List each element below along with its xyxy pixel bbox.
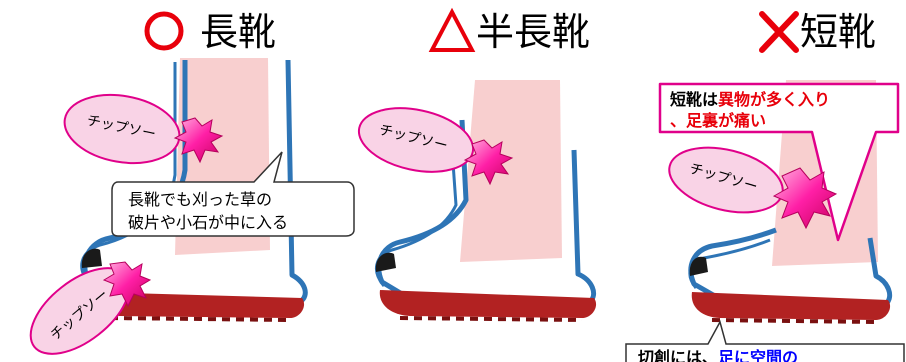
- impact-burst-icon: [772, 167, 838, 230]
- title-long-boot: 長靴: [144, 10, 276, 54]
- long-boot-note-line1: 長靴でも刈った草の: [128, 190, 272, 209]
- long-boot-note-bubble: 長靴でも刈った草の 破片や小石が中に入る: [111, 151, 355, 237]
- short-boot-note-line2: 、足裏が痛い: [670, 111, 766, 130]
- circle-ok-icon: [144, 11, 184, 51]
- boot-sole: [379, 290, 597, 318]
- impact-burst-icon: [463, 139, 514, 186]
- impact-burst-icon: [173, 117, 224, 164]
- boot-sole: [91, 292, 305, 318]
- title-short-boot: 短靴: [759, 10, 876, 54]
- short-boot-note-callout: 短靴は異物が多く入り 、足裏が痛い: [658, 82, 900, 242]
- short-boot-note-line1: 短靴は異物が多く入り: [670, 90, 830, 109]
- leg: [460, 80, 562, 262]
- boot-sole: [691, 292, 891, 320]
- boot-sole-tread: [399, 316, 583, 322]
- chainsaw-callout-upper: チップソー: [63, 93, 181, 165]
- panel-title: 短靴: [800, 10, 876, 54]
- long-boot-note-line2: 破片や小石が中に入る: [128, 213, 288, 232]
- panel-title: 長靴: [200, 10, 276, 54]
- panel-short-boot: 短靴 短靴は異物が多く入り 、足裏が痛い チップソー 切創には、足に空間の: [625, 10, 905, 362]
- cross-ng-icon: [759, 11, 799, 53]
- chainsaw-callout: チップソー: [668, 146, 784, 214]
- chainsaw-callout: チップソー: [357, 107, 475, 173]
- panel-title: 半長靴: [476, 10, 590, 54]
- boot-toe-cap: [375, 252, 396, 272]
- boot-toe-cap: [81, 248, 102, 268]
- panel-long-boot: 長靴 チップソー 長靴でも刈った草の 破片や小石が中に入る チップソー: [29, 10, 355, 355]
- boot-toe-cap: [689, 256, 708, 276]
- boot-sole-tread: [109, 316, 291, 322]
- cut-note-callout: 切創には、足に空間の: [625, 320, 905, 362]
- boot-sole-tread: [711, 318, 877, 324]
- impact-burst-lower-icon: [102, 261, 152, 308]
- triangle-warning-icon: [428, 7, 476, 52]
- cut-note-text: 切創には、足に空間の: [638, 348, 798, 362]
- panel-half-boot: 半長靴 チップソー: [357, 7, 597, 322]
- title-half-boot: 半長靴: [428, 7, 590, 54]
